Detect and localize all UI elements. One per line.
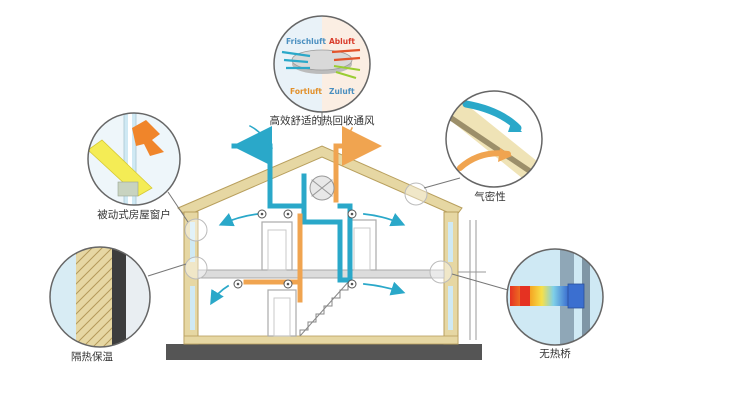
callout-windows xyxy=(87,112,181,206)
callout-heat-exchanger: Frischluft Abluft Fortluft Zuluft xyxy=(273,15,371,113)
label-airtightness: 气密性 xyxy=(474,190,506,203)
label-windows: 被动式房屋窗户 xyxy=(97,208,171,221)
callout-insulation xyxy=(49,246,151,348)
label-supply-air: Zuluft xyxy=(329,87,355,96)
callout-thermal-bridge xyxy=(506,248,604,346)
label-fresh-air: Frischluft xyxy=(286,37,326,46)
upper-floor xyxy=(197,269,445,279)
callout-airtightness xyxy=(445,90,543,188)
label-outgoing-air: Fortluft xyxy=(290,87,322,96)
label-no-thermal-bridge: 无热桥 xyxy=(539,347,571,360)
label-heat-recovery: 高效舒适的热回收通风 xyxy=(270,114,375,127)
ventilation-ducts xyxy=(210,124,406,306)
stairs-icon xyxy=(299,279,351,337)
foundation xyxy=(166,344,482,360)
label-insulation: 隔热保温 xyxy=(71,350,113,363)
label-exhaust-air: Abluft xyxy=(329,37,355,46)
heat-exchanger-icon xyxy=(309,175,335,201)
house xyxy=(166,145,486,360)
ground-floor xyxy=(183,335,459,345)
